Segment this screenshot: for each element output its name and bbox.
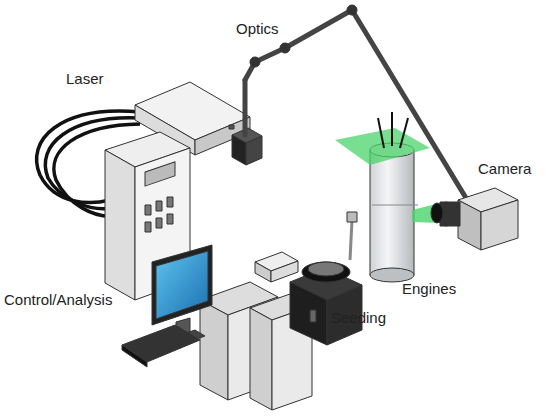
part-label: Laser (66, 70, 104, 88)
part-label: Optics (236, 20, 279, 38)
part-label: Camera (478, 160, 531, 178)
part-label: Engines (402, 280, 456, 298)
part-label: Control/Analysis (4, 291, 112, 309)
part-label: Seeding (331, 309, 386, 327)
